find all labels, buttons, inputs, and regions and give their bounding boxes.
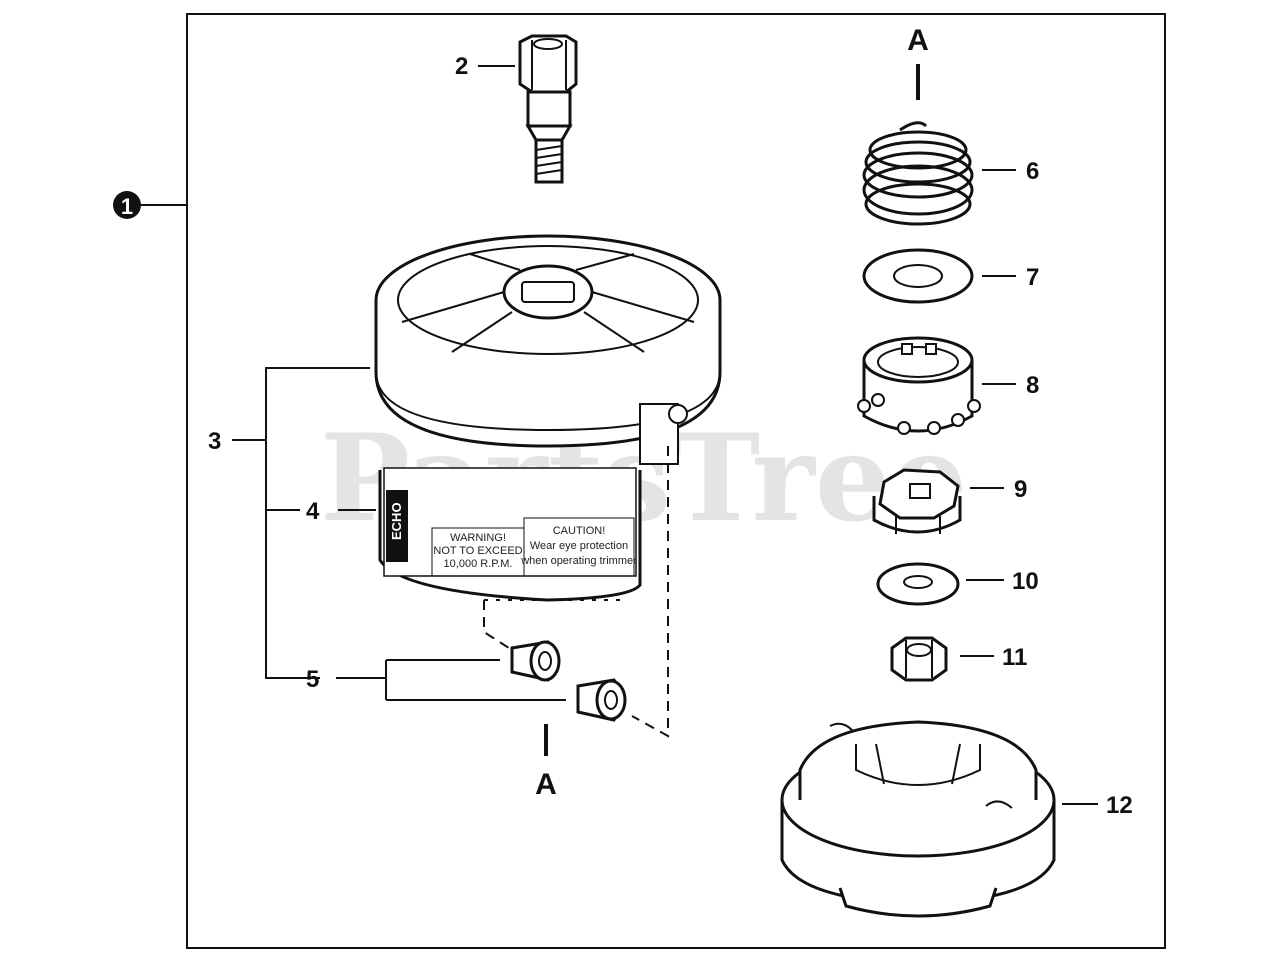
decal-label xyxy=(383,467,637,577)
callout-8[interactable]: 8 xyxy=(982,372,1039,399)
decal-brand: ECHO xyxy=(389,502,404,540)
svg-text:3: 3 xyxy=(208,428,221,455)
part-2-adapter-bolt xyxy=(518,34,578,184)
callout-11[interactable]: 11 xyxy=(960,644,1027,671)
decal-warning-1: WARNING! xyxy=(450,532,506,544)
diagram-frame xyxy=(186,13,1166,949)
part-9-drive-hub xyxy=(872,468,962,534)
part-10-washer xyxy=(876,562,960,606)
svg-text:10: 10 xyxy=(1012,568,1039,595)
callout-1[interactable]: 1 xyxy=(113,191,187,219)
svg-text:5: 5 xyxy=(306,666,319,693)
decal-caution-3: when operating trimmer xyxy=(520,555,637,567)
svg-text:2: 2 xyxy=(455,53,468,80)
svg-text:7: 7 xyxy=(1026,264,1039,291)
decal-brand-box xyxy=(386,490,408,562)
part-7-washer xyxy=(862,248,974,304)
svg-text:A: A xyxy=(907,24,929,57)
svg-text:12: 12 xyxy=(1106,792,1133,819)
callout-12[interactable]: 12 xyxy=(1062,792,1133,819)
part-4-spool-cover: ECHO WARNING! NOT TO EXCEED 10,000 R.P.M… xyxy=(378,467,642,602)
decal-caution-1: CAUTION! xyxy=(553,525,606,537)
reference-mark-a-bottom[interactable]: A xyxy=(535,724,557,801)
bracket-group-3-4-5 xyxy=(232,367,566,701)
part-5-eyelet-1 xyxy=(510,640,561,682)
callout-9[interactable]: 9 xyxy=(970,476,1027,503)
callout-5[interactable]: 5 xyxy=(306,666,319,693)
part-6-spring xyxy=(862,121,974,226)
decal-warning-3: 10,000 R.P.M. xyxy=(444,558,513,570)
callout-7[interactable]: 7 xyxy=(982,264,1039,291)
reference-mark-a-top[interactable]: A xyxy=(907,24,929,100)
part-12-bump-knob xyxy=(780,720,1056,918)
svg-text:1: 1 xyxy=(121,194,133,219)
svg-text:A: A xyxy=(535,768,557,801)
part-8-cam-housing xyxy=(857,336,981,435)
svg-text:4: 4 xyxy=(306,498,320,525)
callout-2[interactable]: 2 xyxy=(455,53,515,80)
callout-6[interactable]: 6 xyxy=(982,158,1039,185)
assembly-guides xyxy=(483,446,669,738)
callout-10[interactable]: 10 xyxy=(966,568,1039,595)
part-5-eyelet-2 xyxy=(576,678,627,722)
decal-caution-2: Wear eye protection xyxy=(530,540,628,552)
callout-3[interactable]: 3 xyxy=(208,428,221,455)
svg-text:8: 8 xyxy=(1026,372,1039,399)
svg-text:9: 9 xyxy=(1014,476,1027,503)
part-3-spool-housing xyxy=(374,234,722,465)
decal-warning-2: NOT TO EXCEED xyxy=(433,545,522,557)
svg-text:6: 6 xyxy=(1026,158,1039,185)
part-11-nut xyxy=(890,636,948,682)
svg-text:11: 11 xyxy=(1002,644,1027,671)
callout-4[interactable]: 4 xyxy=(306,498,320,525)
